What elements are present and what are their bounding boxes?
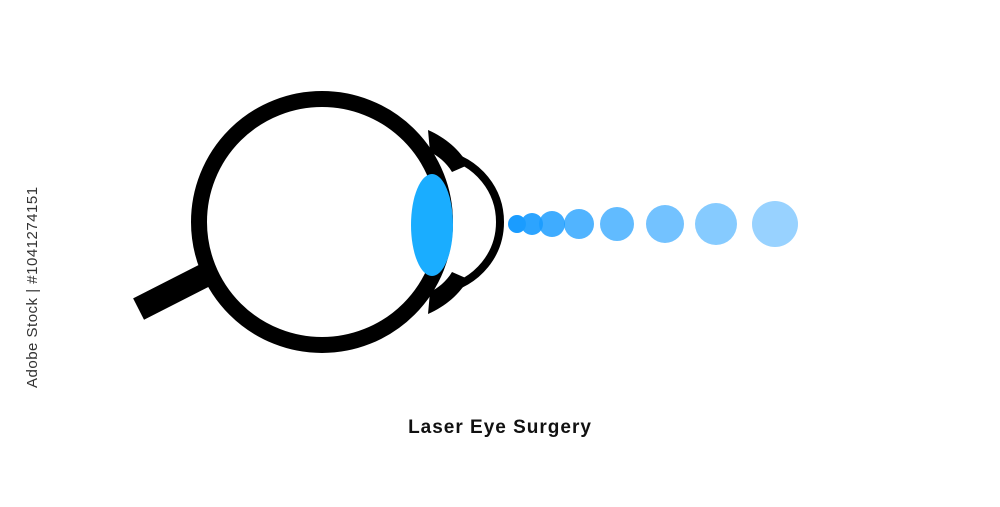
caption: Laser Eye Surgery: [408, 417, 592, 438]
laser-dot: [508, 215, 526, 233]
cornea: [439, 149, 504, 295]
laser-dot: [695, 203, 737, 245]
laser-dot: [752, 201, 798, 247]
lens: [411, 174, 453, 276]
laser-beam: [508, 201, 798, 247]
eyeball: [191, 91, 453, 353]
optic-nerve: [133, 260, 219, 320]
laser-dot: [564, 209, 594, 239]
stock-id-watermark: Adobe Stock | #1041274151: [24, 186, 41, 388]
laser-dot: [646, 205, 684, 243]
laser-dot: [521, 213, 543, 235]
laser-dot: [600, 207, 634, 241]
laser-dot: [539, 211, 565, 237]
